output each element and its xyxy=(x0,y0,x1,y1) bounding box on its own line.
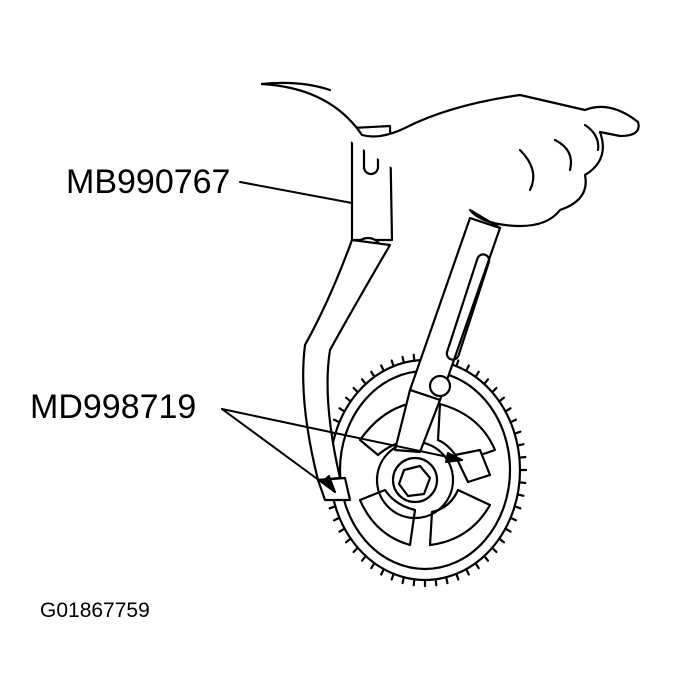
wrench-slot-lower xyxy=(445,253,491,361)
sprocket-tooth xyxy=(455,359,460,368)
sprocket-tooth xyxy=(332,516,341,522)
sprocket-tooth xyxy=(518,455,527,459)
sprocket-tooth xyxy=(352,546,359,554)
sprocket-tooth xyxy=(390,572,395,581)
hub-bolt-flange xyxy=(391,456,439,504)
sprocket-tooth xyxy=(370,562,376,570)
figure-id: G01867759 xyxy=(40,599,150,622)
sprocket-cutout xyxy=(358,488,417,547)
finger-crease xyxy=(553,138,573,172)
sprocket-tooth xyxy=(509,516,518,522)
finger-crease xyxy=(518,148,535,192)
sleeve-edge xyxy=(260,81,332,92)
sprocket-tooth xyxy=(491,386,498,394)
sprocket-tooth xyxy=(390,359,395,368)
sprocket-tooth xyxy=(328,505,337,510)
hub-bolt-head xyxy=(397,464,432,498)
sprocket-tooth xyxy=(474,370,480,378)
sprocket-tooth xyxy=(474,562,480,570)
callout-mb990767: MB990767 xyxy=(66,163,231,201)
sprocket-tooth xyxy=(516,443,525,447)
sprocket-tooth xyxy=(483,554,490,562)
leader-line-tool-b-left xyxy=(221,408,336,493)
leader-line-tool-a xyxy=(239,181,353,204)
leader-line-tool-b-right xyxy=(221,408,463,461)
finger-crease xyxy=(583,123,600,152)
pin-wrench xyxy=(302,124,502,502)
sprocket-tooth xyxy=(338,407,346,413)
sprocket-tooth xyxy=(465,364,470,372)
sprocket-tooth xyxy=(360,378,367,386)
wrench-arm-lower xyxy=(393,388,442,454)
sprocket-tooth xyxy=(516,493,525,497)
sprocket-tooth xyxy=(401,355,405,364)
sprocket-tooth xyxy=(518,481,527,485)
sprocket-tooth xyxy=(498,537,506,544)
sprocket-tooth xyxy=(513,430,522,435)
wrench-pin-right xyxy=(453,448,492,484)
hand xyxy=(260,81,640,230)
sprocket-tooth xyxy=(483,378,490,386)
sprocket-tooth xyxy=(445,576,449,585)
sprocket-tooth xyxy=(434,578,438,587)
sprocket-tooth xyxy=(352,386,359,394)
sprocket-tooth xyxy=(455,572,460,581)
hand-outline xyxy=(260,82,640,230)
sprocket-tooth xyxy=(380,364,385,372)
arrowhead-right xyxy=(445,452,463,463)
sprocket-tooth xyxy=(332,418,341,424)
wrench-handle-lower xyxy=(408,216,502,402)
wrench-pivot-lower xyxy=(428,374,452,398)
callout-md998719: MD998719 xyxy=(30,388,197,426)
sprocket-tooth xyxy=(465,568,470,576)
sprocket-tooth xyxy=(504,527,512,533)
sprocket-tooth xyxy=(380,568,385,576)
sprocket-hub xyxy=(375,440,455,520)
sprocket-tooth xyxy=(491,546,498,554)
sprocket-tooth xyxy=(370,370,376,378)
sprocket-tooth xyxy=(504,407,512,413)
sprocket-cutout xyxy=(428,488,492,547)
sprocket-tooth xyxy=(513,505,522,510)
sprocket-tooth xyxy=(360,554,367,562)
sprocket-tooth xyxy=(412,353,416,362)
sprocket-tooth xyxy=(344,537,352,544)
sprocket-tooth xyxy=(401,576,405,585)
arrowhead-left xyxy=(321,475,336,493)
sprocket-tooth xyxy=(498,396,506,403)
leader-lines xyxy=(221,181,463,493)
wrench-jaw-left xyxy=(302,238,392,482)
sprocket-tooth xyxy=(344,396,352,403)
sprocket-tooth xyxy=(509,418,518,424)
sprocket-tooth xyxy=(412,578,416,587)
sprocket-tooth xyxy=(338,527,346,533)
